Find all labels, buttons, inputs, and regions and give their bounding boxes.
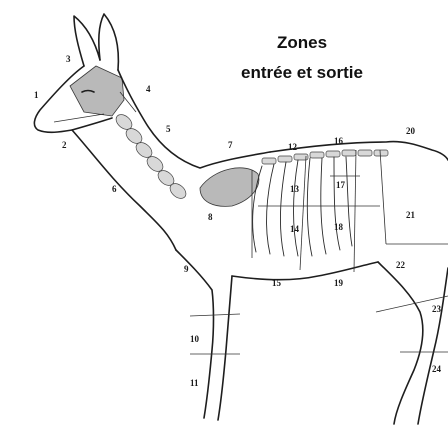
zone-label-16: 16 [334,136,344,146]
zone-label-8: 8 [208,212,213,222]
zone-label-6: 6 [112,184,117,194]
zone-label-22: 22 [396,260,406,270]
zone-label-18: 18 [334,222,344,232]
zone-label-11: 11 [190,378,199,388]
zone-label-21: 21 [406,210,416,220]
zone-label-2: 2 [62,140,67,150]
zone-lines [54,92,448,354]
ribs [253,157,352,256]
zone-label-9: 9 [184,264,189,274]
shoulder-shaded-zone [200,168,259,207]
zone-label-12: 12 [288,142,298,152]
zone-label-7: 7 [228,140,233,150]
zone-label-19: 19 [334,278,344,288]
zone-label-1: 1 [34,90,39,100]
back-vertebrae [262,150,388,164]
zone-label-20: 20 [406,126,416,136]
zone-label-5: 5 [166,124,171,134]
zone-label-4: 4 [146,84,151,94]
zone-label-10: 10 [190,334,200,344]
zone-label-23: 23 [432,304,442,314]
zone-label-17: 17 [336,180,346,190]
title-line-1: Zones [277,33,327,52]
zone-label-24: 24 [432,364,442,374]
zone-label-13: 13 [290,184,300,194]
zone-label-15: 15 [272,278,282,288]
title-line-2: entrée et sortie [241,63,363,82]
zone-label-14: 14 [290,224,300,234]
zone-label-3: 3 [66,54,71,64]
head-shaded-zone [70,66,124,116]
